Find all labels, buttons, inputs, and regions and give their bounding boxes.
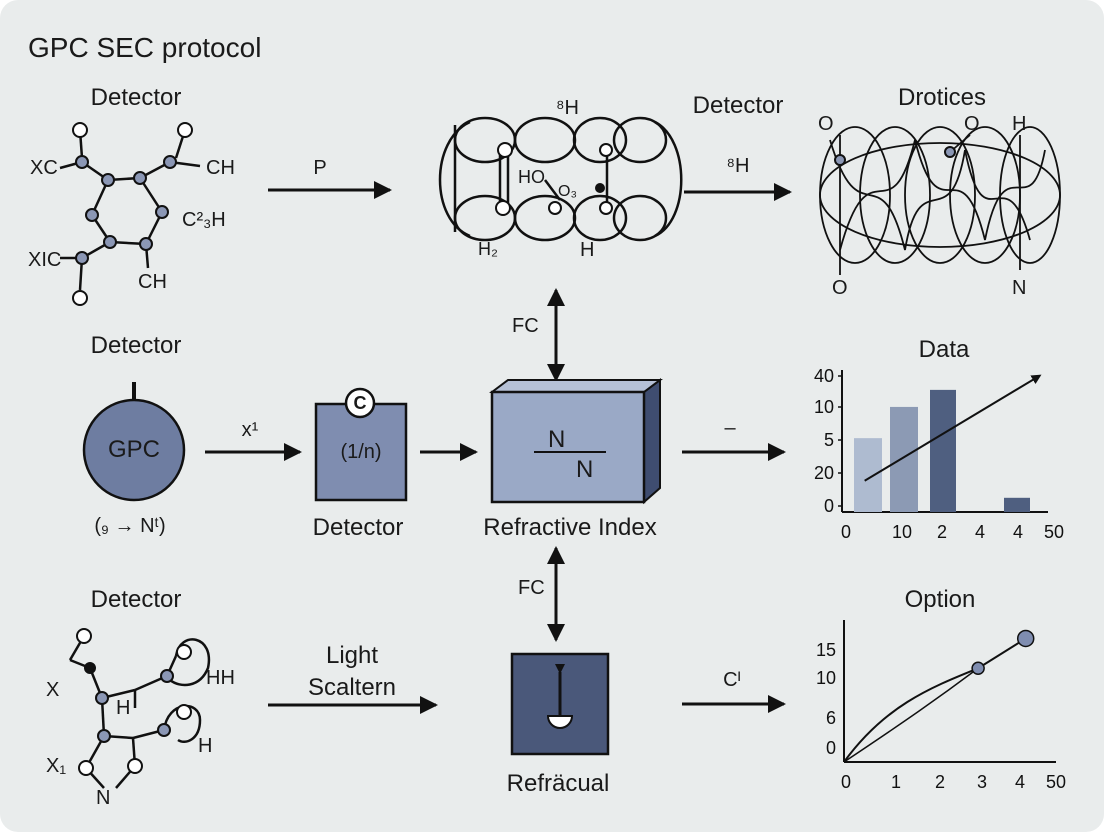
atom-label: HH [206, 667, 235, 689]
atom-label: O [818, 113, 834, 135]
series-line [977, 637, 1027, 670]
arrow-label-scaltern: Scaltern [307, 674, 397, 701]
ri-label: Refractive Index [483, 514, 657, 541]
detector-label: Detector [312, 514, 404, 541]
trend-arrow [864, 374, 1042, 482]
x-tick-label: 0 [841, 772, 851, 792]
option-chart: 15 10 6 00 1 2 3 4 50 [816, 620, 1066, 792]
arrow-label-c: Cᴵ [723, 669, 741, 691]
detector-box-label: (1/n) [340, 441, 382, 463]
series-line [843, 667, 979, 763]
atom-label: O [964, 113, 980, 135]
atom-label: XC [30, 157, 58, 179]
atom-label: H [580, 239, 595, 261]
column-molecule [438, 116, 683, 242]
atom-label: H [1012, 113, 1027, 135]
y-tick-label: 6 [826, 708, 836, 728]
atom-label: CH [206, 157, 235, 179]
x-tick-label: 50 [1046, 772, 1066, 792]
x-tick-label: 0 [841, 522, 851, 542]
x-tick-label: 4 [975, 522, 985, 542]
row1-molecule-label: Detector [90, 84, 182, 111]
y-tick-label: 10 [816, 668, 836, 688]
y-tick-label: 15 [816, 640, 836, 660]
row1-detector-label: Detector [692, 92, 784, 119]
y-tick-label: 20 [814, 463, 834, 483]
data-chart-title: Data [918, 336, 970, 363]
atom-label: H₂ [478, 239, 498, 259]
y-tick-label: 5 [824, 430, 834, 450]
column-molecule-nodes [495, 142, 613, 216]
fc-top-label: FC [512, 315, 539, 337]
atom-label: HO [518, 167, 545, 187]
molecule-row3-nodes [76, 628, 192, 776]
y-tick-label: 0 [826, 738, 836, 758]
arrow-label-p: P [313, 157, 327, 179]
polymer-coil-nodes [834, 146, 956, 166]
x-tick-label: 2 [937, 522, 947, 542]
bar [1004, 497, 1030, 512]
gpc-circle [82, 398, 186, 502]
fc-bottom-label: FC [518, 577, 545, 599]
atom-label: X₁ [46, 755, 67, 777]
data-point [1016, 629, 1035, 648]
x-tick-label: 1 [891, 772, 901, 792]
atom-label: O [832, 277, 848, 299]
y-tick-label: 0 [824, 496, 834, 516]
atom-label: N [96, 787, 111, 809]
arrow-label-x1: x¹ [241, 419, 259, 441]
atom-label: H [116, 697, 131, 719]
arrow-label-dash: – [724, 417, 736, 439]
x-tick-label: 2 [935, 772, 945, 792]
option-chart-title: Option [904, 586, 976, 613]
data-point [971, 661, 985, 676]
molecule-row1 [59, 129, 201, 291]
atom-label: H [198, 735, 213, 757]
x-tick-label: 4 [1013, 522, 1023, 542]
gpc-sub-label: (₉ → Nᵗ) [94, 515, 166, 537]
atom-label: CH [138, 271, 167, 293]
x-tick-label: 50 [1044, 522, 1064, 542]
y-tick-label: 10 [814, 397, 834, 417]
polymer-coil [819, 126, 1061, 275]
row3-molecule-label: Detector [90, 586, 182, 613]
atom-label: C²₃H [182, 209, 226, 231]
x-tick-label: 4 [1015, 772, 1025, 792]
detector-box [314, 402, 408, 502]
detector-badge-label: C [353, 393, 367, 413]
atom-label: X [46, 679, 60, 701]
y-tick-label: 40 [814, 366, 834, 386]
ri-bottom-label: N [576, 456, 594, 483]
atom-label: ⁸H [556, 97, 579, 119]
diagram-title: GPC SEC protocol [28, 32, 262, 63]
refracual-label: Refräcual [506, 770, 610, 797]
data-chart: 40 10 5 20 00 10 2 4 4 50 [814, 366, 1064, 542]
x-tick-label: 3 [977, 772, 987, 792]
atom-label: O₃ [558, 183, 577, 200]
arrow-label-h: ⁸H [726, 155, 750, 177]
coil-label: Drotices [897, 84, 987, 111]
ri-top-label: N [548, 426, 566, 453]
ri-box [490, 390, 646, 504]
detector-badge [344, 387, 376, 419]
atom-label: N [1012, 277, 1027, 299]
gpc-detector-label: Detector [90, 332, 182, 359]
gpc-circle-label: GPC [107, 436, 161, 463]
x-tick-label: 10 [892, 522, 912, 542]
atom-label: XIC [28, 249, 62, 271]
bar [890, 406, 918, 512]
series-line [843, 667, 979, 763]
molecule-row1-nodes [72, 122, 193, 306]
bar [930, 389, 956, 512]
bar [854, 438, 882, 512]
arrow-label-light: Light [325, 642, 379, 669]
